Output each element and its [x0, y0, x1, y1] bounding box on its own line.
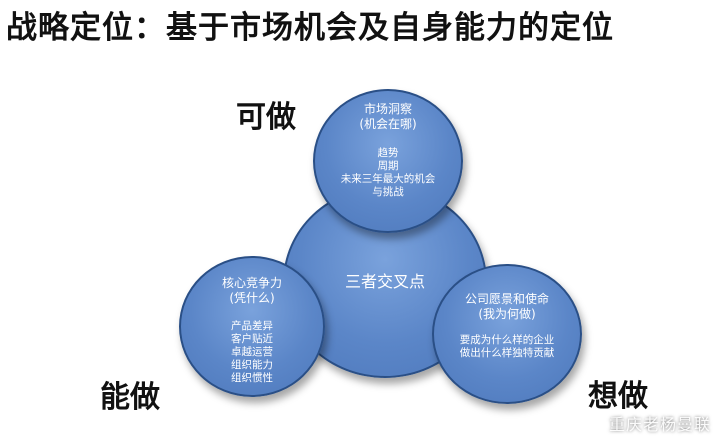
competence-item: 产品差异 — [231, 320, 273, 332]
page-title: 战略定位：基于市场机会及自身能力的定位 — [6, 10, 614, 46]
market-item: 趋势 — [377, 147, 399, 159]
competence-item: 卓越运营 — [231, 346, 273, 358]
competence-item: 组织惯性 — [231, 372, 273, 384]
watermark: 重庆老杨曼联 — [608, 415, 711, 434]
label-able-do: 能做 — [100, 380, 160, 415]
market-insight-circle: 市场洞察 (机会在哪) 趋势 周期 未来三年最大的机会 与挑战 — [313, 89, 463, 233]
vision-subtitle: (我为何做) — [478, 307, 536, 321]
vision-item: 做出什么样独特贡献 — [459, 347, 555, 359]
core-competence-circle: 核心竞争力 (凭什么) 产品差异 客户贴近 卓越运营 组织能力 组织惯性 — [179, 256, 325, 397]
vision-item: 要成为什么样的企业 — [459, 334, 555, 346]
market-subtitle: (机会在哪) — [359, 117, 417, 131]
market-title: 市场洞察 — [363, 102, 412, 116]
label-want-do: 想做 — [588, 379, 648, 414]
vision-mission-circle: 公司愿景和使命 (我为何做) 要成为什么样的企业 做出什么样独特贡献 — [432, 264, 582, 404]
market-item: 与挑战 — [372, 186, 404, 198]
market-item: 周期 — [377, 160, 399, 172]
center-label: 三者交叉点 — [344, 272, 425, 291]
competence-title: 核心竞争力 — [221, 276, 282, 290]
vision-title: 公司愿景和使命 — [464, 292, 549, 306]
label-can-do: 可做 — [236, 100, 296, 135]
competence-item: 客户贴近 — [231, 333, 273, 345]
market-item: 未来三年最大的机会 — [340, 173, 436, 185]
competence-item: 组织能力 — [231, 359, 273, 371]
competence-subtitle: (凭什么) — [229, 291, 275, 305]
